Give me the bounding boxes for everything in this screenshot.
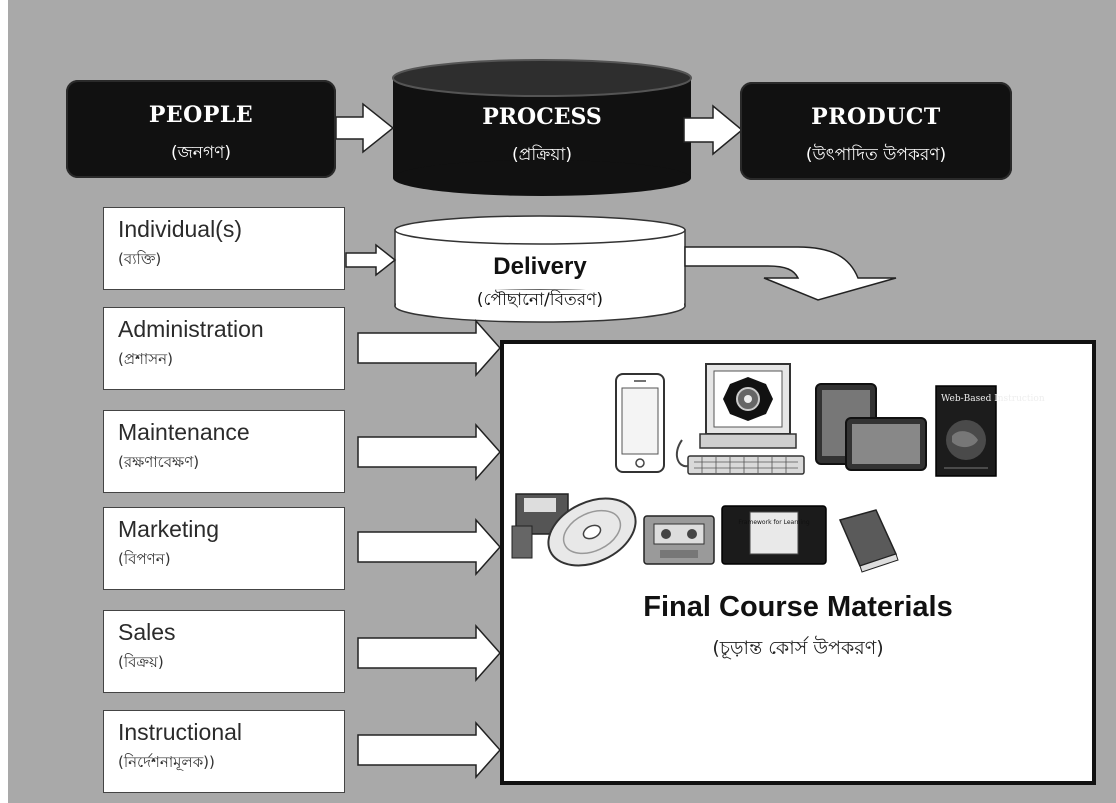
people-box-sales: Sales (বিক্রয়) bbox=[103, 610, 345, 693]
book-icon: Web-Based Instruction bbox=[935, 385, 1045, 477]
people-box-administration: Administration (প্রশাসন) bbox=[103, 307, 345, 390]
people-box-label: Maintenance bbox=[118, 419, 250, 445]
cassette-icon bbox=[643, 515, 715, 565]
people-box-marketing: Marketing (বিপণন) bbox=[103, 507, 345, 590]
people-box-label: Administration bbox=[118, 316, 264, 342]
product-title: PRODUCT bbox=[811, 104, 941, 130]
people-box-label: Sales bbox=[118, 619, 176, 645]
arrow-individual-to-delivery bbox=[345, 243, 397, 277]
tablet-icon bbox=[815, 383, 927, 471]
vhs-label: Framework for Learning bbox=[738, 519, 810, 526]
arrow-people-to-process bbox=[335, 102, 395, 154]
arrow-process-to-product bbox=[683, 104, 744, 156]
process-subtitle: (প্রক্রিয়া) bbox=[512, 145, 572, 165]
final-course-materials-title: Final Course Materials bbox=[643, 591, 953, 623]
closed-book-icon bbox=[838, 509, 899, 573]
process-title: PROCESS bbox=[482, 104, 602, 130]
people-box-individual: Individual(s) (ব্যক্তি) bbox=[103, 207, 345, 290]
delivery-cylinder bbox=[394, 215, 686, 323]
computer-icon bbox=[675, 363, 805, 475]
product-subtitle: (উৎপাদিত উপকরণ) bbox=[805, 145, 947, 165]
people-subtitle: (জনগণ) bbox=[170, 143, 232, 163]
arrow-instructional bbox=[357, 721, 502, 779]
delivery-label: Delivery (পৌছানো/বিতরণ) bbox=[395, 253, 685, 315]
book-cover-title: Web-Based Instruction bbox=[941, 394, 1045, 404]
people-box-bengali: (রক্ষণাবেক্ষণ) bbox=[118, 453, 200, 471]
process-label: PROCESS (প্রক্রিয়া) bbox=[393, 104, 691, 170]
people-box-label: Individual(s) bbox=[118, 216, 242, 242]
final-course-materials-box: Web-Based Instruction bbox=[500, 340, 1096, 785]
arrow-delivery-to-final bbox=[684, 246, 897, 301]
people-box-bengali: (প্রশাসন) bbox=[118, 350, 173, 368]
arrow-administration bbox=[357, 319, 502, 377]
final-course-materials-subtitle: (চূড়ান্ত কোর্স উপকরণ) bbox=[712, 637, 884, 659]
cd-icon bbox=[547, 497, 637, 567]
product-box: PRODUCT (উৎপাদিত উপকরণ) bbox=[740, 82, 1012, 180]
smartphone-icon bbox=[615, 373, 665, 473]
connector-layer bbox=[335, 59, 897, 779]
arrow-sales bbox=[357, 624, 502, 682]
vhs-tape-icon: Framework for Learning bbox=[721, 505, 827, 565]
delivery-subtitle: (পৌছানো/বিতরণ) bbox=[476, 290, 604, 310]
diagram-canvas: PEOPLE (জনগণ) PROCESS (প্রক্রিয়া) PRODU… bbox=[8, 0, 1116, 803]
people-box-bengali: (ব্যক্তি) bbox=[118, 250, 162, 268]
people-box-label: Marketing bbox=[118, 516, 219, 542]
course-materials-illustration: Web-Based Instruction bbox=[511, 363, 1045, 573]
people-box-maintenance: Maintenance (রক্ষণাবেক্ষণ) bbox=[103, 410, 345, 493]
people-box-instructional: Instructional (নির্দেশনামূলক)) bbox=[103, 710, 345, 793]
arrow-marketing bbox=[357, 518, 502, 576]
delivery-title: Delivery bbox=[493, 253, 587, 280]
people-box-bengali: (নির্দেশনামূলক)) bbox=[118, 753, 215, 771]
arrow-maintenance bbox=[357, 423, 502, 481]
people-title: PEOPLE bbox=[148, 102, 254, 128]
people-box-bengali: (বিক্রয়) bbox=[118, 653, 164, 671]
process-cylinder bbox=[392, 59, 692, 196]
people-box: PEOPLE (জনগণ) bbox=[66, 80, 336, 178]
people-box-bengali: (বিপণন) bbox=[118, 550, 171, 568]
people-box-label: Instructional bbox=[118, 719, 243, 745]
